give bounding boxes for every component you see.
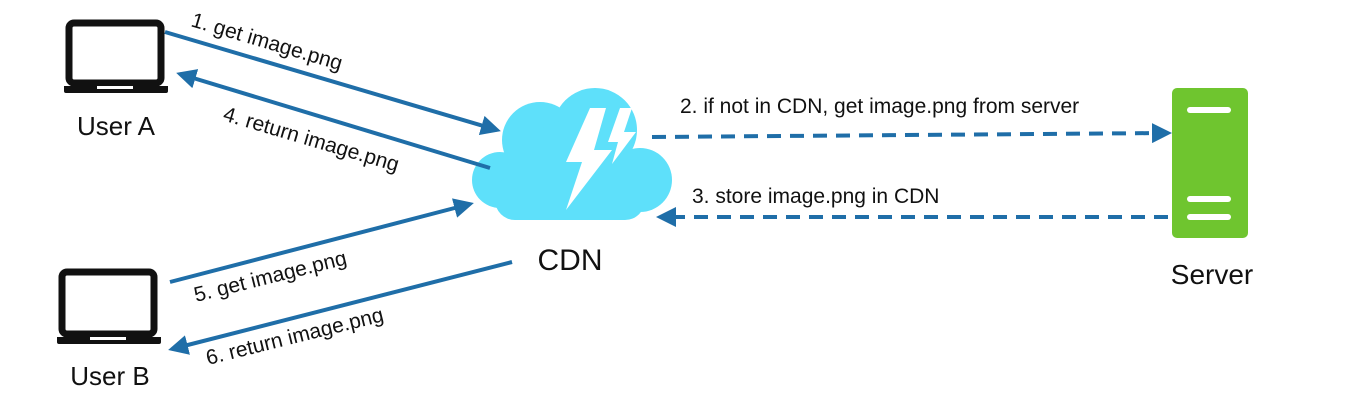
cdn-cloud-icon [472,88,672,220]
user-a-label: User A [77,111,156,141]
user-a-laptop-icon [64,19,168,93]
user-b-label: User B [70,361,149,391]
edge-label-6: 6. return image.png [204,303,386,369]
server-label: Server [1171,259,1253,290]
lightning-bolt-icon [566,108,612,210]
user-b-laptop-icon [57,268,161,344]
arrow-6-return-image [168,260,513,355]
server-icon [1172,88,1248,238]
arrow-1-get-image [164,30,501,136]
cdn-label: CDN [538,244,603,277]
edge-label-3: 3. store image.png in CDN [692,185,939,208]
edge-label-1: 1. get image.png [189,9,346,75]
arrow-5-get-image [169,198,474,284]
arrow-2-fetch-from-server [651,123,1172,144]
arrow-4-return-image [176,69,491,170]
edge-label-2: 2. if not in CDN, get image.png from ser… [680,95,1079,118]
